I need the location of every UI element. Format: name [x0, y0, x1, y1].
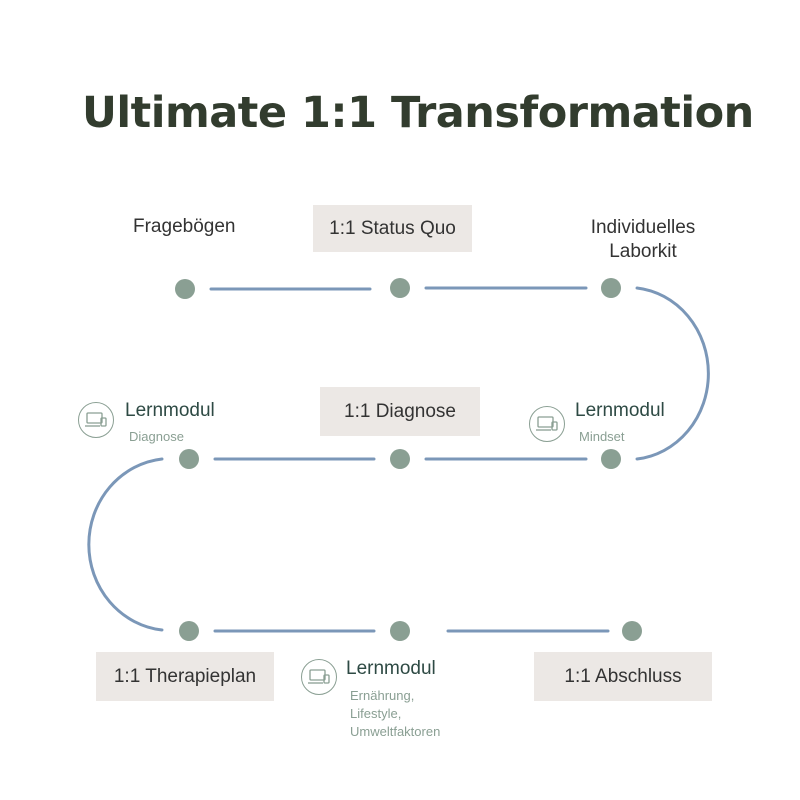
step-abschluss: 1:1 Abschluss — [534, 652, 712, 701]
timeline-dot — [601, 449, 621, 469]
step-fragebogen: Fragebögen — [133, 216, 236, 237]
timeline-dot — [175, 279, 195, 299]
timeline-dot — [390, 449, 410, 469]
devices-icon — [301, 659, 337, 695]
timeline-dot — [601, 278, 621, 298]
step-diagnose-label: 1:1 Diagnose — [344, 400, 456, 422]
module-ernaehrung-sub: Ernährung, Lifestyle, Umweltfaktoren — [350, 687, 440, 741]
step-therapieplan-label: 1:1 Therapieplan — [113, 665, 257, 687]
module-mindset-title: Lernmodul — [575, 400, 665, 421]
step-laborkit-line2: Laborkit — [609, 241, 677, 262]
connector-curve-right — [635, 286, 710, 461]
page-title: Ultimate 1:1 Transformation — [82, 88, 754, 138]
timeline-dot — [179, 449, 199, 469]
step-status-quo-label: 1:1 Status Quo — [329, 217, 456, 239]
step-laborkit-line1: Individuelles — [590, 217, 696, 238]
step-laborkit: Individuelles Laborkit — [570, 216, 716, 264]
step-abschluss-label: 1:1 Abschluss — [564, 665, 682, 687]
step-therapieplan: 1:1 Therapieplan — [96, 652, 274, 701]
module-ernaehrung-sub-line2: Lifestyle, — [350, 706, 402, 721]
timeline-dot — [622, 621, 642, 641]
step-status-quo: 1:1 Status Quo — [313, 205, 472, 252]
timeline-dot — [390, 621, 410, 641]
step-diagnose: 1:1 Diagnose — [320, 387, 480, 436]
module-diagnose-sub: Diagnose — [129, 429, 184, 444]
timeline-dot — [390, 278, 410, 298]
module-mindset-sub: Mindset — [579, 429, 625, 444]
devices-icon — [78, 402, 114, 438]
module-ernaehrung-title: Lernmodul — [346, 658, 436, 679]
module-ernaehrung-sub-line3: Umweltfaktoren — [350, 724, 441, 739]
devices-icon — [529, 406, 565, 442]
module-ernaehrung-sub-line1: Ernährung, — [350, 688, 415, 703]
module-diagnose-title: Lernmodul — [125, 400, 215, 421]
connector-curve-left — [87, 457, 164, 632]
timeline-dot — [179, 621, 199, 641]
